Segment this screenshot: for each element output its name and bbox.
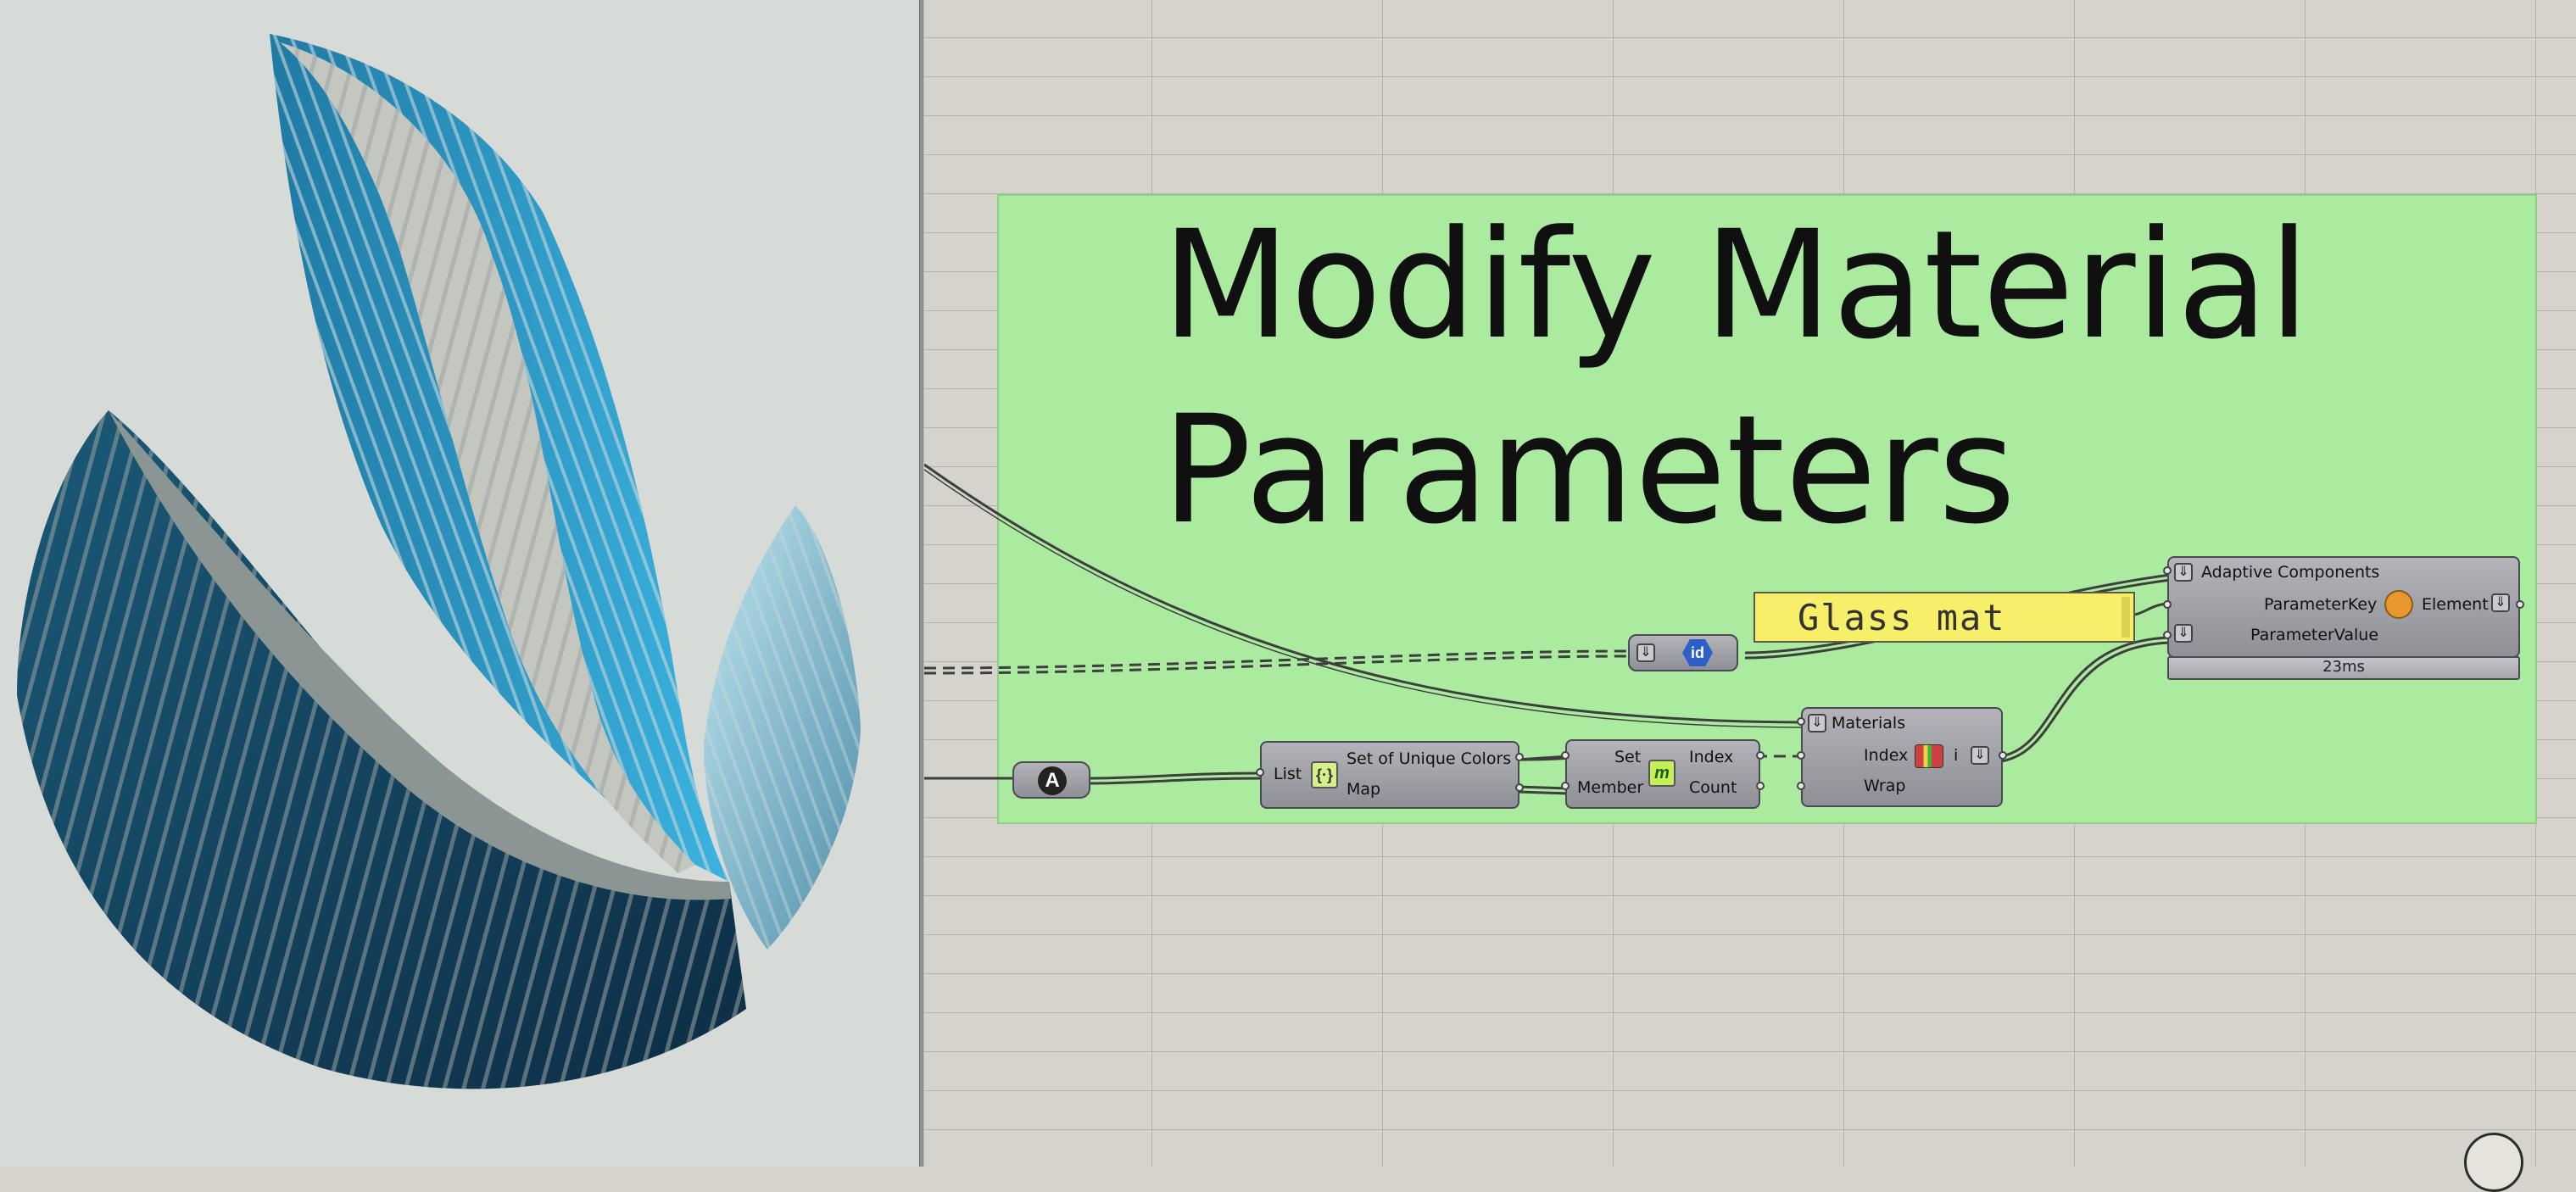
set-parameter-icon xyxy=(2384,590,2413,619)
output-port-map[interactable] xyxy=(1515,783,1524,792)
group-title: Modify Material Parameters xyxy=(1162,193,2310,563)
input-port-wrap[interactable] xyxy=(1797,782,1805,790)
list-item-icon xyxy=(1915,744,1943,768)
element-id-parameter[interactable]: ⇓ id xyxy=(1628,634,1738,671)
wire-materials xyxy=(924,463,1802,724)
viewport-divider[interactable] xyxy=(919,0,924,1167)
text-parameter[interactable]: A xyxy=(1012,761,1090,799)
output-map-label: Map xyxy=(1347,780,1381,799)
materials-dropdown-icon[interactable]: ⇓ xyxy=(1808,714,1826,732)
input-port-materials[interactable] xyxy=(1797,717,1805,726)
input-port-list[interactable] xyxy=(1256,768,1264,777)
list-item-component[interactable]: ⇓ Materials Index Wrap i ⇓ xyxy=(1797,707,2007,807)
text-param-icon: A xyxy=(1038,766,1067,795)
output-index-label: Index xyxy=(1689,748,1734,766)
output-port-element[interactable] xyxy=(2516,600,2524,609)
unique-colors-icon: {·} xyxy=(1311,761,1338,788)
member-index-component[interactable]: Set Member m Index Count xyxy=(1561,739,1765,809)
output-port-set[interactable] xyxy=(1515,753,1524,761)
input-port-value[interactable] xyxy=(2163,631,2172,639)
wire-text-out xyxy=(1086,771,1266,780)
input-index-label: Index xyxy=(1864,746,1909,765)
output-port-index[interactable] xyxy=(1756,751,1765,760)
input-list-label: List xyxy=(1274,765,1302,783)
input-parameter-value-label: ParameterValue xyxy=(2250,626,2379,644)
input-wrap-label: Wrap xyxy=(1864,777,1906,795)
id-icon: id xyxy=(1682,639,1713,666)
input-port-index[interactable] xyxy=(1797,751,1805,760)
input-set-label: Set xyxy=(1614,748,1642,766)
grasshopper-canvas[interactable]: Modify Material Parameters xyxy=(924,0,2576,1167)
input-parameter-key-label: ParameterKey xyxy=(2264,595,2378,614)
output-element-label: Element xyxy=(2422,595,2489,614)
value-dropdown-icon[interactable]: ⇓ xyxy=(2174,624,2193,643)
output-port-count[interactable] xyxy=(1756,782,1765,790)
unique-colors-component[interactable]: List {·} Set of Unique Colors Map xyxy=(1256,741,1524,809)
tower-model xyxy=(17,34,861,1089)
output-count-label: Count xyxy=(1689,778,1737,797)
output-unique-colors-label: Set of Unique Colors xyxy=(1347,749,1512,768)
group-title-line2: Parameters xyxy=(1162,383,2016,557)
input-port-adaptive[interactable] xyxy=(2163,566,2172,575)
panel-text: Glass mat xyxy=(1798,597,2006,638)
output-i-label: i xyxy=(1954,746,1959,765)
component-group[interactable] xyxy=(997,194,2537,824)
id-dropdown-icon[interactable]: ⇓ xyxy=(1636,643,1655,662)
input-adaptive-components-label: Adaptive Components xyxy=(2201,563,2380,582)
3d-viewport[interactable] xyxy=(0,0,919,1167)
adaptive-dropdown-icon[interactable]: ⇓ xyxy=(2174,563,2193,582)
output-dropdown-icon[interactable]: ⇓ xyxy=(1971,746,1989,765)
element-dropdown-icon[interactable]: ⇓ xyxy=(2491,593,2510,612)
set-parameter-component[interactable]: ⇓ Adaptive Components ParameterKey ⇓ Par… xyxy=(2163,556,2524,658)
input-port-set[interactable] xyxy=(1561,751,1570,760)
group-title-line1: Modify Material xyxy=(1162,198,2311,372)
input-materials-label: Materials xyxy=(1832,714,1906,732)
glass-mat-panel[interactable]: Glass mat xyxy=(1754,592,2135,643)
component-timer: 23ms xyxy=(2167,656,2520,680)
output-port-i[interactable] xyxy=(1999,751,2007,760)
input-port-key[interactable] xyxy=(2163,600,2172,609)
input-port-member[interactable] xyxy=(1561,782,1570,790)
input-member-label: Member xyxy=(1577,778,1644,797)
wire-param-value xyxy=(2000,636,2172,758)
canvas-widget-knob[interactable] xyxy=(2464,1133,2523,1192)
wire-dashed-id xyxy=(924,649,1629,670)
member-index-icon: m xyxy=(1648,760,1676,787)
panel-scroll-edge xyxy=(2122,597,2130,638)
wire-layer xyxy=(924,463,2172,795)
